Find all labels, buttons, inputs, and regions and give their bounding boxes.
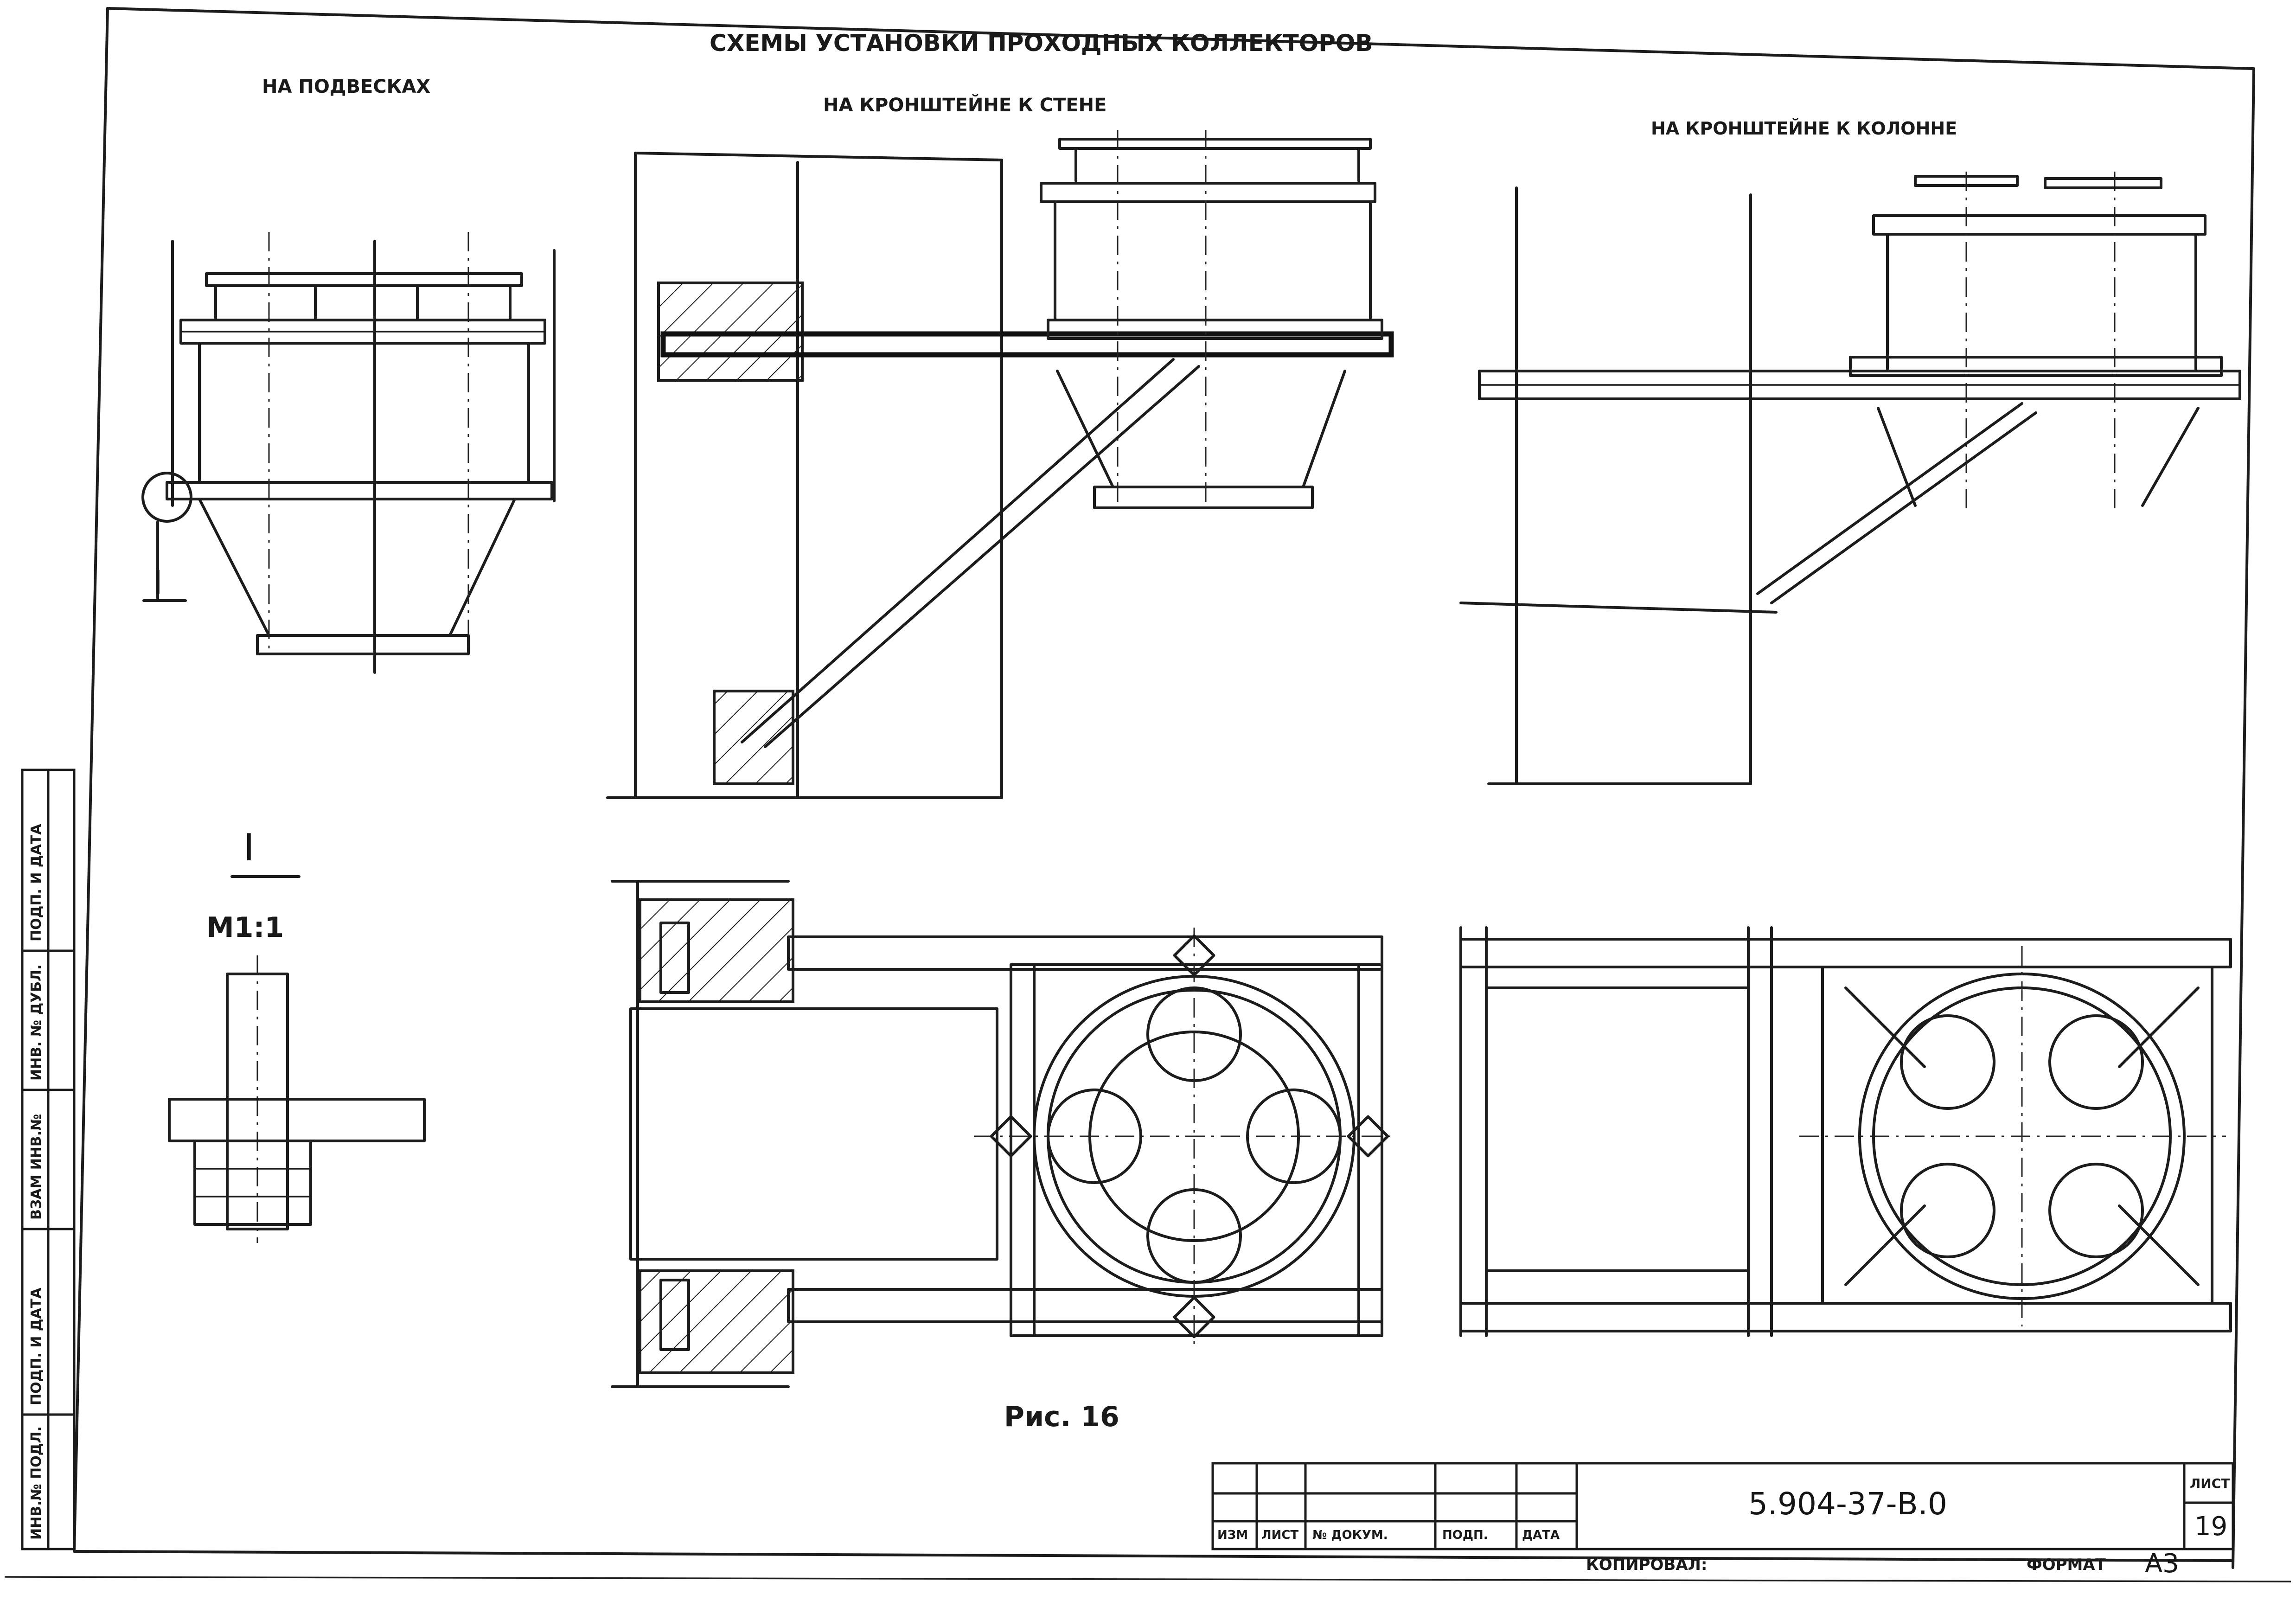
view-label-hangers: НА ПОДВЕСКАХ	[262, 76, 430, 97]
stamp-cell-1: ИНВ.№ ПОДЛ.	[28, 1426, 45, 1540]
tb-header-2: ЛИСТ	[1261, 1528, 1298, 1542]
view-hangers: I	[141, 232, 556, 674]
sheet-title: СХЕМЫ УСТАНОВКИ ПРОХОДНЫХ КОЛЛЕКТОРОВ	[710, 30, 1373, 57]
detail-marker: I	[243, 826, 255, 869]
sheet-number: 19	[2194, 1511, 2227, 1542]
tb-header-5: ДАТА	[1522, 1528, 1560, 1542]
side-stamp: ИНВ.№ ПОДЛ. ПОДП. И ДАТА ВЗАМ ИНВ.№ ИНВ.…	[21, 768, 76, 1550]
copied-label: КОПИРОВАЛ:	[1586, 1556, 1708, 1574]
view-label-wall-bracket: НА КРОНШТЕЙНЕ К СТЕНЕ	[823, 94, 1106, 116]
sheet-border	[4, 7, 2291, 1582]
stamp-cell-4: ИНВ. № ДУБЛ.	[28, 965, 45, 1081]
sheet-label: ЛИСТ	[2190, 1476, 2230, 1491]
format-label: ФОРМАТ	[2027, 1556, 2106, 1574]
stamp-cell-3: ВЗАМ ИНВ.№	[28, 1114, 45, 1220]
tb-header-3: № ДОКУМ.	[1312, 1528, 1388, 1542]
document-number: 5.904-37-В.0	[1748, 1486, 1947, 1522]
stamp-cell-2: ПОДП. И ДАТА	[28, 1287, 45, 1405]
detail-view: I М1:1	[168, 826, 426, 1243]
view-column-bracket-plan	[1459, 926, 2232, 1337]
format-value: А3	[2145, 1549, 2179, 1579]
detail-scale: М1:1	[206, 911, 284, 944]
tb-header-1: ИЗМ	[1217, 1528, 1248, 1542]
title-block: ИЗМ ЛИСТ № ДОКУМ. ПОДП. ДАТА 5.904-37-В.…	[1211, 1462, 2234, 1550]
callout-marker: I	[153, 564, 163, 602]
view-wall-bracket-plan	[611, 880, 1391, 1388]
stamp-cell-5: ПОДП. И ДАТА	[28, 824, 45, 941]
tb-header-4: ПОДП.	[1442, 1528, 1488, 1542]
figure-caption: Рис. 16	[1004, 1401, 1119, 1433]
view-wall-bracket	[606, 130, 1394, 799]
view-column-bracket	[1459, 172, 2241, 785]
view-label-column-bracket: НА КРОНШТЕЙНЕ К КОЛОННЕ	[1651, 118, 1957, 139]
